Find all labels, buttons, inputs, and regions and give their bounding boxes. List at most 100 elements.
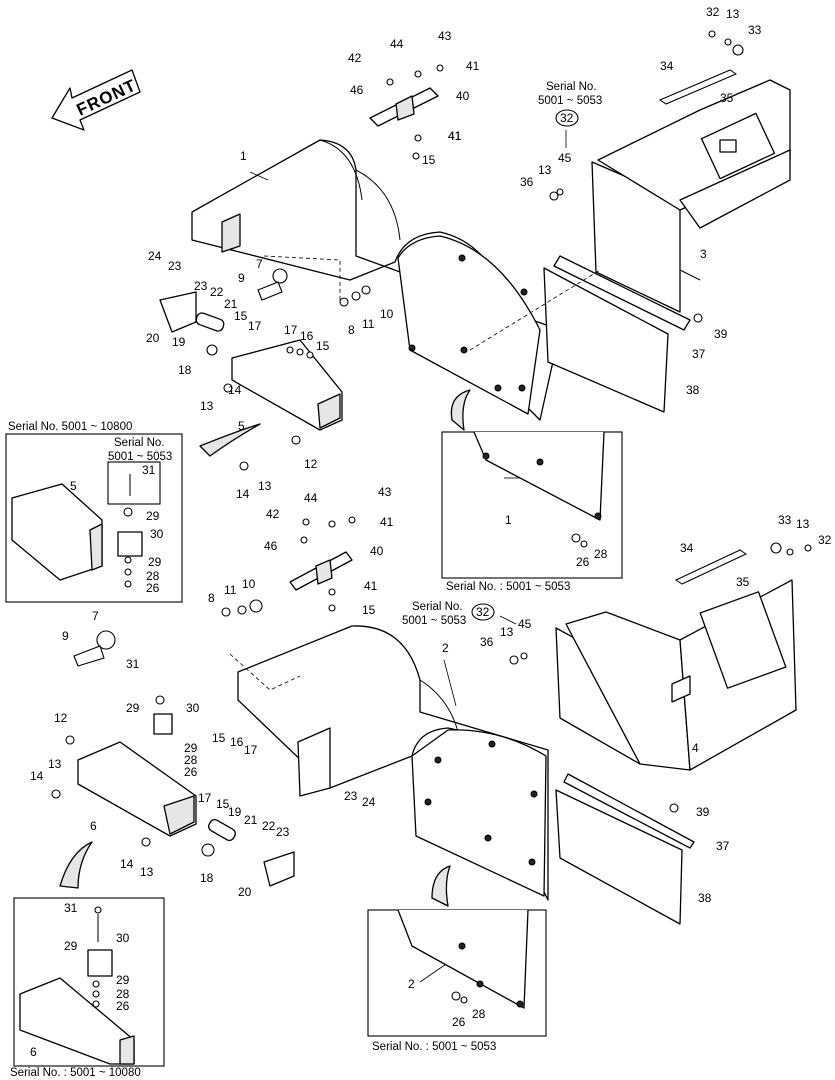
part-label: 44 <box>390 37 404 51</box>
part-label: 13 <box>258 479 272 493</box>
part-label: 12 <box>304 457 318 471</box>
part-label: 39 <box>714 327 728 341</box>
part-label: 2 <box>408 977 415 991</box>
part-label: 34 <box>660 59 674 73</box>
part-label: 43 <box>378 485 392 499</box>
part-label: 20 <box>146 331 160 345</box>
part-label: 24 <box>148 249 162 263</box>
part-label: 41 <box>380 515 394 529</box>
part-label: 23 <box>276 825 290 839</box>
part-label: 3 <box>700 247 707 261</box>
part-label: 45 <box>558 151 572 165</box>
part-label: 37 <box>716 839 730 853</box>
callout-32-mid: 32 <box>476 605 490 619</box>
part-label: 38 <box>686 383 700 397</box>
bracket-upper <box>591 79 791 313</box>
mudflap-lower <box>555 773 695 925</box>
part-label: 9 <box>238 271 245 285</box>
part-label: 26 <box>146 581 160 595</box>
part-label: 9 <box>62 629 69 643</box>
part-label: 13 <box>726 7 740 21</box>
part-label: 32 <box>818 533 832 547</box>
part-label: 12 <box>54 711 68 725</box>
part-label: 30 <box>150 527 164 541</box>
part-label: 28 <box>184 753 198 767</box>
part-label: 41 <box>448 129 462 143</box>
part-label: 29 <box>116 973 130 987</box>
mudflap-upper <box>469 255 691 413</box>
part-label: 8 <box>348 323 355 337</box>
part-label: 14 <box>228 383 242 397</box>
part-label: 30 <box>186 701 200 715</box>
part-label: 26 <box>116 999 130 1013</box>
part-label: 35 <box>720 91 734 105</box>
part-label: 2 <box>442 641 449 655</box>
caption-serial-top-right-1: Serial No. <box>546 81 597 93</box>
detail-box-top-left <box>5 433 183 603</box>
part-label: 8 <box>208 591 215 605</box>
part-label: 20 <box>238 885 252 899</box>
part-label: 10 <box>242 577 256 591</box>
caption-serial-top-right-2: 5001 ~ 5053 <box>538 95 602 107</box>
part-label: 21 <box>244 813 258 827</box>
part-label: 18 <box>178 363 192 377</box>
handle-upper <box>549 30 744 323</box>
part-label: 15 <box>212 731 226 745</box>
part-label: 15 <box>362 603 376 617</box>
part-label: 11 <box>362 317 375 331</box>
caption-serial-mid-center-2: 5001 ~ 5053 <box>402 615 466 627</box>
part-label: 23 <box>194 279 208 293</box>
detail-arrows <box>59 389 471 907</box>
part-label: 31 <box>126 657 140 671</box>
part-label: 40 <box>456 89 470 103</box>
part-label: 26 <box>576 555 590 569</box>
part-label: 45 <box>518 617 532 631</box>
part-label: 41 <box>448 129 462 143</box>
part-label: 19 <box>228 805 242 819</box>
part-label: 36 <box>480 635 494 649</box>
part-label: 6 <box>30 1045 37 1059</box>
part-label: 42 <box>348 51 362 65</box>
part-label: 1 <box>505 513 512 527</box>
part-label: 42 <box>266 507 280 521</box>
front-arrow: FRONT <box>51 69 141 131</box>
part-label: 22 <box>210 285 224 299</box>
part-label: 41 <box>466 59 480 73</box>
part-label: 17 <box>284 323 298 337</box>
caption-serial-mid-right: Serial No. : 5001 ~ 5053 <box>446 581 570 593</box>
part-label: 13 <box>48 757 62 771</box>
caption-serial-top-left: Serial No. 5001 ~ 10800 <box>8 421 132 433</box>
part-label: 13 <box>538 163 552 177</box>
callout-32-top: 32 <box>560 111 574 125</box>
part-label: 26 <box>184 765 198 779</box>
detail-box-bottom-right <box>367 909 547 1037</box>
part-label: 23 <box>168 259 182 273</box>
captions: Serial No. 5001 ~ 10800 Serial No. 5001 … <box>8 81 602 1079</box>
part-label: 29 <box>126 701 140 715</box>
part-label: 13 <box>140 865 154 879</box>
part-label: 28 <box>116 987 130 1001</box>
part-label: 5 <box>70 479 77 493</box>
caption-serial-mid-center-1: Serial No. <box>412 601 463 613</box>
part-label: 34 <box>680 541 694 555</box>
part-label: 14 <box>120 857 134 871</box>
part-label: 29 <box>64 939 78 953</box>
part-label: 41 <box>364 579 378 593</box>
part-label: 44 <box>304 491 318 505</box>
part-label: 15 <box>216 797 230 811</box>
part-label: 15 <box>316 339 330 353</box>
part-label: 16 <box>230 735 244 749</box>
part-label: 29 <box>184 741 198 755</box>
part-label: 38 <box>698 891 712 905</box>
part-label: 35 <box>736 575 750 589</box>
part-label: 7 <box>256 257 263 271</box>
detail-box-top-right <box>441 431 623 579</box>
part-label: 29 <box>146 509 160 523</box>
part-label: 22 <box>262 819 276 833</box>
bracket-lower <box>555 579 797 771</box>
latch-upper <box>369 64 444 160</box>
part-label: 17 <box>198 791 212 805</box>
part-label: 14 <box>236 487 250 501</box>
part-label: 5 <box>238 419 245 433</box>
